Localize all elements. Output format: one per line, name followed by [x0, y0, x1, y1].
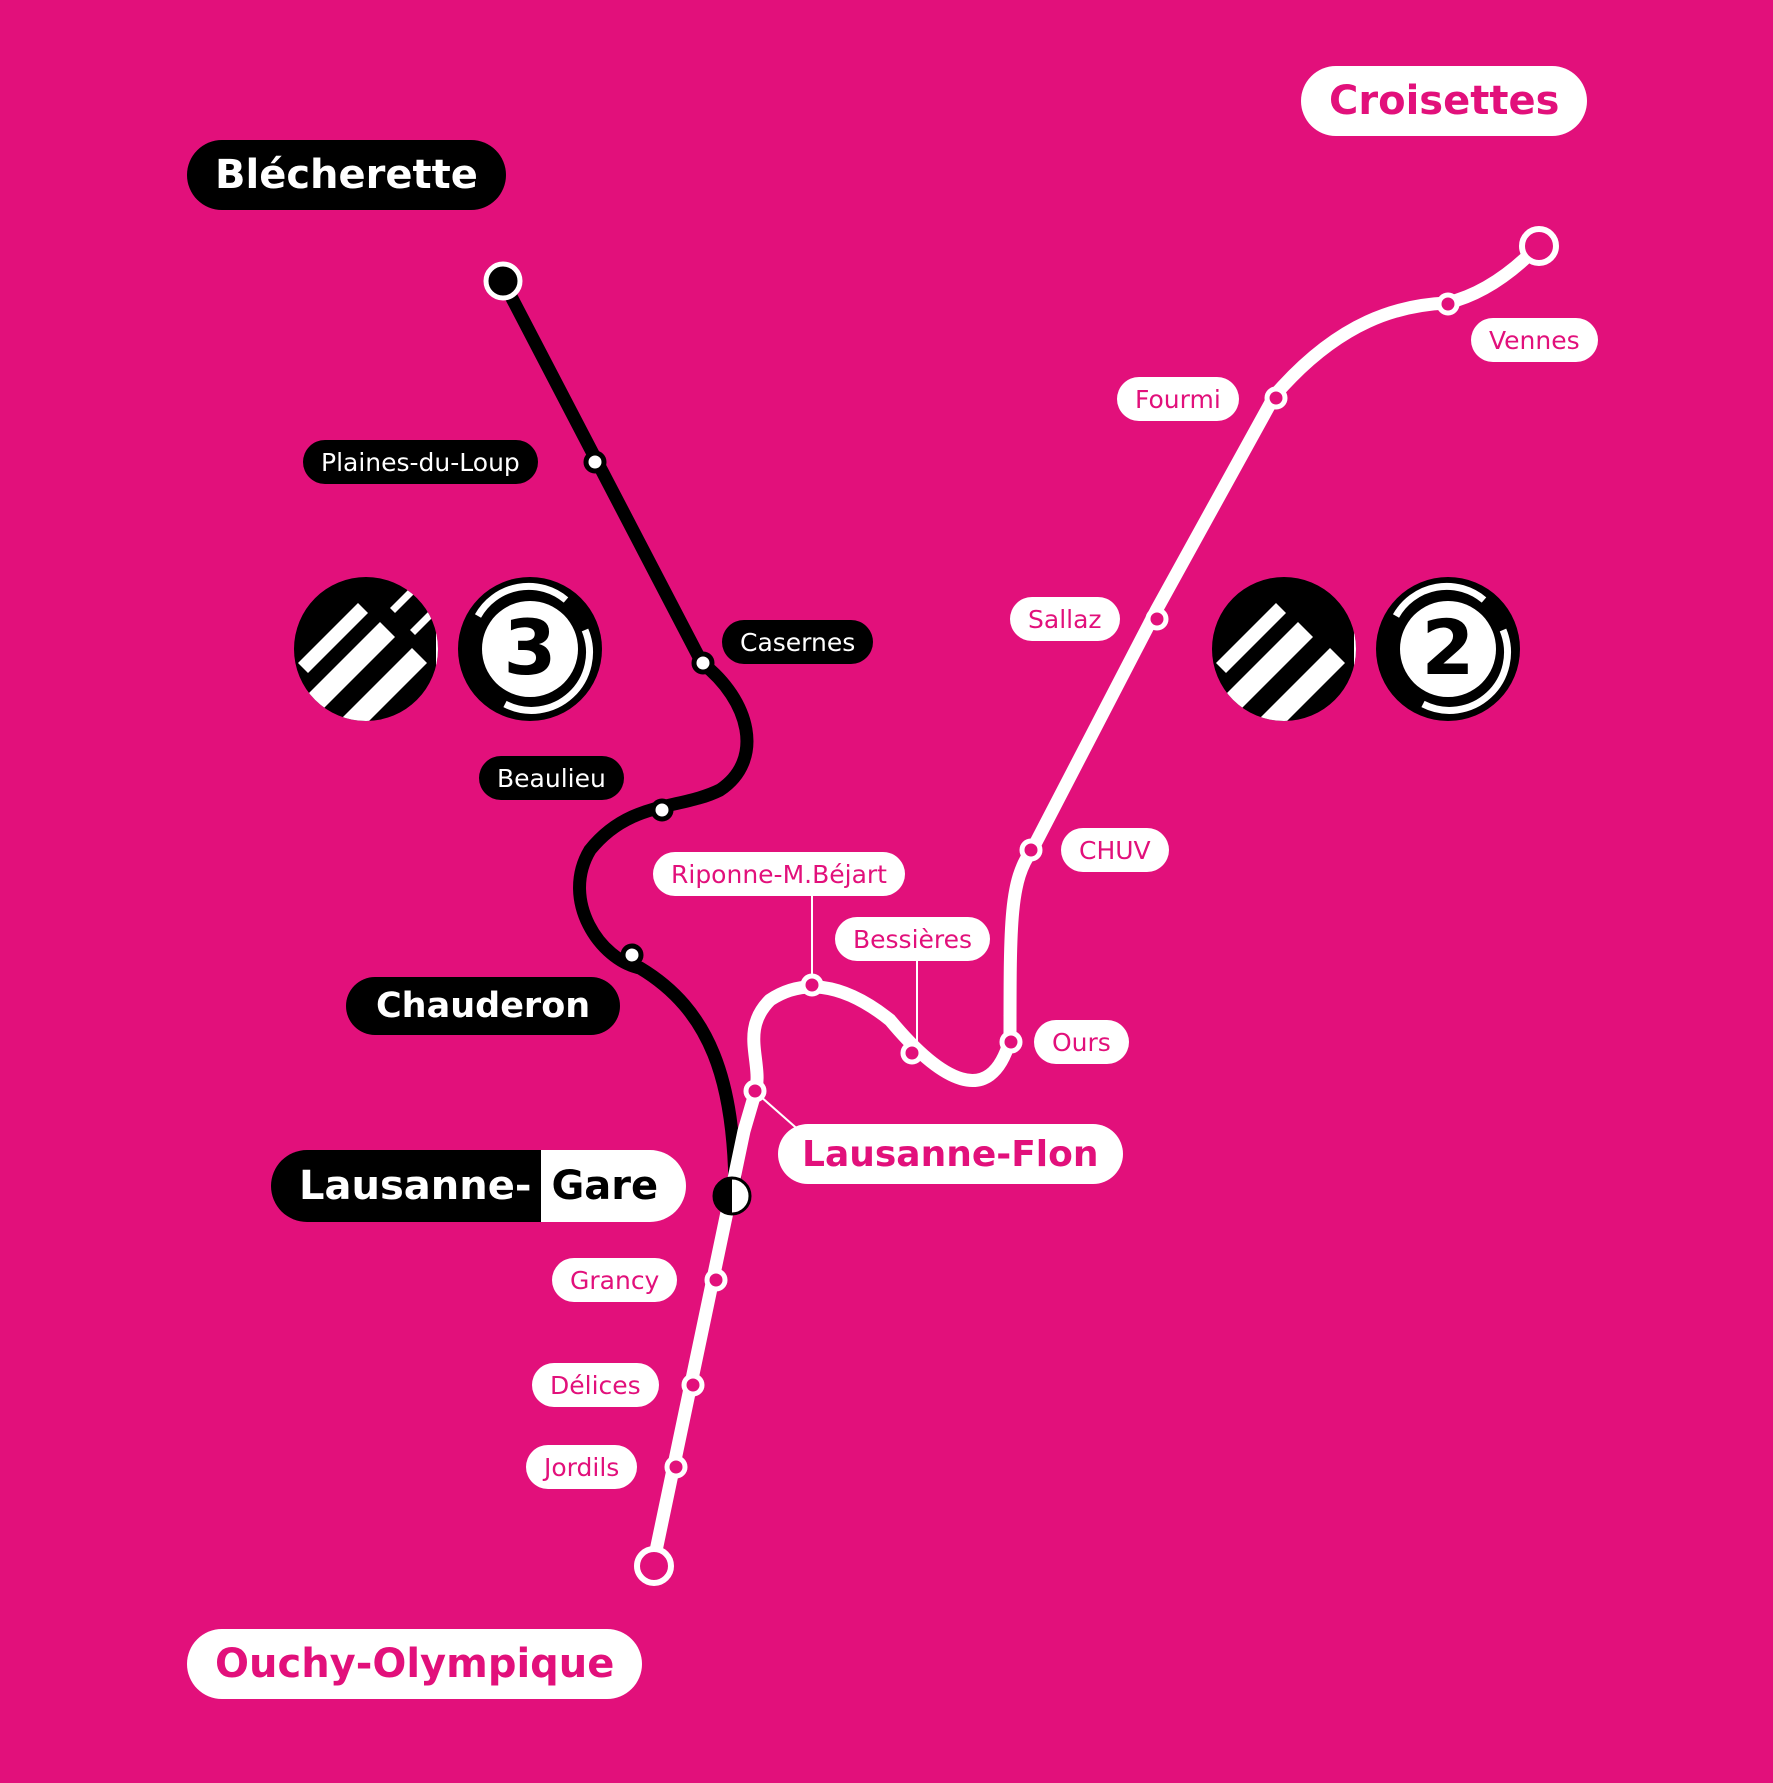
metro-logo-icon-line-2	[1212, 577, 1356, 721]
line-number-badge-2	[1376, 577, 1520, 721]
line-number-3: 3	[504, 603, 557, 692]
station-label-riponne[interactable]: Riponne-M.Béjart	[653, 852, 905, 896]
line-number-2: 2	[1422, 603, 1475, 692]
line-number-badge-3	[458, 577, 602, 721]
terminus-label-blecherette[interactable]: Blécherette	[187, 140, 506, 210]
station-label-plaines-du-loup[interactable]: Plaines-du-Loup	[303, 440, 538, 484]
metro-logo-icon-line-3	[294, 577, 438, 721]
station-dot-flon[interactable]	[743, 1079, 767, 1103]
station-dot-casernes[interactable]	[691, 651, 715, 675]
station-label-fourmi[interactable]: Fourmi	[1117, 377, 1239, 421]
station-label-chuv[interactable]: CHUV	[1061, 828, 1169, 872]
line-3-track	[496, 274, 754, 1202]
station-dot-bessieres[interactable]	[900, 1041, 924, 1065]
terminus-label-croisettes[interactable]: Croisettes	[1301, 66, 1588, 136]
station-label-beaulieu[interactable]: Beaulieu	[479, 756, 624, 800]
line-2-track	[646, 239, 1545, 1572]
station-label-lausanne-flon[interactable]: Lausanne-Flon	[778, 1124, 1123, 1184]
station-label-ours[interactable]: Ours	[1034, 1020, 1129, 1064]
station-dot-lausanne-gare[interactable]	[712, 1176, 752, 1216]
station-label-sallaz[interactable]: Sallaz	[1010, 597, 1120, 641]
station-dot-croisettes[interactable]	[1519, 226, 1559, 266]
station-dot-fourmi[interactable]	[1264, 386, 1288, 410]
station-dot-chuv[interactable]	[1019, 838, 1043, 862]
station-label-bessieres[interactable]: Bessières	[835, 917, 991, 961]
station-dot-delices[interactable]	[681, 1373, 705, 1397]
station-dot-grancy[interactable]	[704, 1268, 728, 1292]
station-label-vennes[interactable]: Vennes	[1471, 318, 1598, 362]
station-dot-jordils[interactable]	[664, 1455, 688, 1479]
station-dot-ouchy[interactable]	[634, 1546, 674, 1586]
interchange-label-part2: Gare	[541, 1150, 687, 1222]
terminus-label-ouchy-olympique[interactable]: Ouchy-Olympique	[187, 1629, 643, 1699]
station-dot-riponne[interactable]	[800, 973, 824, 997]
station-dot-plaines-du-loup-ring	[583, 450, 607, 474]
station-dot-beaulieu[interactable]	[650, 798, 674, 822]
station-label-casernes[interactable]: Casernes	[722, 620, 874, 664]
station-dot-sallaz[interactable]	[1145, 607, 1169, 631]
interchange-label-lausanne-gare[interactable]: Lausanne- Gare	[271, 1150, 687, 1222]
station-dot-blecherette[interactable]	[483, 261, 523, 301]
station-label-delices[interactable]: Délices	[532, 1363, 659, 1407]
station-dot-chauderon[interactable]	[620, 943, 644, 967]
interchange-label-part1: Lausanne-	[271, 1150, 542, 1222]
station-label-chauderon[interactable]: Chauderon	[346, 977, 621, 1035]
station-dot-ours[interactable]	[999, 1030, 1023, 1054]
station-dot-vennes[interactable]	[1436, 292, 1460, 316]
station-label-jordils[interactable]: Jordils	[526, 1445, 638, 1489]
station-label-grancy[interactable]: Grancy	[552, 1258, 678, 1302]
